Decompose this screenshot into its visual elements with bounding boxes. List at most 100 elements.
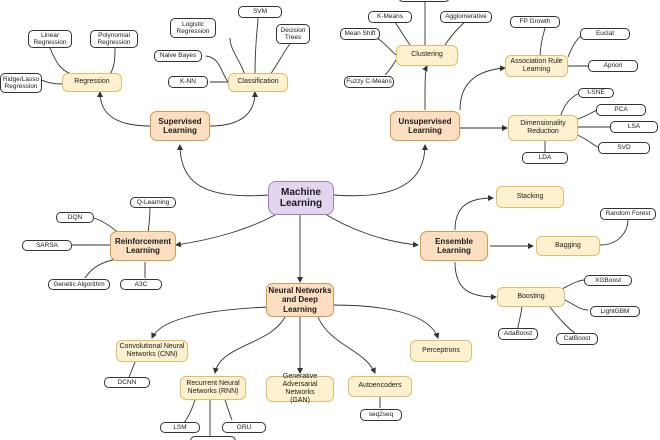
- category-node-gan[interactable]: Generative Adversarial Networks (GAN): [266, 372, 334, 405]
- category-node-regression[interactable]: Regression: [62, 73, 122, 92]
- category-label: Classification: [237, 78, 279, 86]
- leaf-node-naive-bayes[interactable]: Naive Bayes: [154, 50, 202, 62]
- edge-classification-svm: [254, 17, 259, 76]
- leaf-node-genetic-algorithm[interactable]: Genetic Algorithm: [48, 279, 110, 290]
- edge-regression-polynomial: [109, 47, 116, 76]
- leaf-label: seq2seq: [368, 411, 394, 419]
- major-node-supervised[interactable]: Supervised Learning: [150, 111, 210, 141]
- leaf-node-random-forest[interactable]: Random Forest: [600, 208, 656, 220]
- edge-supervised-classification: [209, 91, 258, 127]
- category-node-association[interactable]: Association Rule Learning: [505, 55, 568, 77]
- edge-clustering-agglomerative: [444, 21, 466, 46]
- leaf-label: SARSA: [35, 241, 59, 249]
- leaf-node-polynomial-regression[interactable]: Polynomial Regression: [90, 30, 138, 48]
- leaf-node-adaboost[interactable]: AdaBoost: [498, 328, 538, 340]
- leaf-node-lsm[interactable]: LSM: [160, 422, 200, 433]
- leaf-node-knn[interactable]: K-NN: [168, 76, 208, 88]
- category-label: Generative Adversarial Networks (GAN): [282, 372, 318, 405]
- category-label: Dimensionality Reduction: [520, 119, 566, 135]
- leaf-node-svd[interactable]: SVD: [598, 142, 650, 154]
- leaf-label: DCNN: [117, 378, 137, 386]
- leaf-node-decision-trees[interactable]: Decision Trees: [276, 24, 310, 44]
- category-node-classification[interactable]: Classification: [228, 73, 288, 92]
- leaf-label: Decision Trees: [280, 26, 306, 41]
- leaf-node-gru[interactable]: GRU: [222, 422, 266, 433]
- edge-neural-cnn: [151, 306, 269, 339]
- leaf-node-pca[interactable]: PCA: [596, 104, 646, 116]
- leaf-label: PCA: [614, 106, 628, 114]
- edge-neural-autoencoders: [317, 316, 376, 374]
- leaf-node-xgboost[interactable]: XGBoost: [584, 275, 632, 286]
- leaf-label: Euclat: [595, 30, 615, 38]
- leaf-node-catboost[interactable]: CatBoost: [556, 333, 598, 345]
- category-node-autoencoders[interactable]: Autoencoders: [348, 376, 412, 397]
- edge-classification-naivebayes: [205, 55, 229, 83]
- leaf-node-logistic-regression[interactable]: Logistic Regression: [170, 18, 216, 38]
- leaf-label: K-Means: [376, 13, 403, 21]
- leaf-label: Agglomerative: [445, 13, 487, 21]
- leaf-label: Linear Regression: [33, 31, 67, 46]
- leaf-node-seq2seq[interactable]: seq2seq: [360, 409, 402, 421]
- leaf-node-tsne[interactable]: t-SNE: [578, 88, 614, 98]
- category-node-rnn[interactable]: Recurrent Neural Networks (RNN): [180, 376, 246, 400]
- leaf-label: Mean Shift: [344, 30, 376, 38]
- edge-classification-decision: [269, 43, 291, 76]
- edge-dimensionality-pca: [574, 109, 599, 121]
- leaf-label: DQN: [67, 213, 83, 221]
- leaf-label: LightGBM: [600, 307, 630, 315]
- category-node-perceptrons[interactable]: Perceptrons: [410, 340, 472, 362]
- root-label: Machine Learning: [279, 186, 323, 210]
- leaf-label: XGBoost: [594, 276, 621, 284]
- leaf-node-linear-regression[interactable]: Linear Regression: [28, 30, 72, 48]
- leaf-label: LDA: [538, 154, 552, 162]
- leaf-label: Genetic Algorithm: [53, 280, 105, 288]
- category-label: Bagging: [555, 241, 581, 249]
- leaf-label: SVM: [252, 8, 268, 16]
- category-node-boosting[interactable]: Boosting: [497, 287, 565, 307]
- leaf-node-lda[interactable]: LDA: [522, 152, 568, 164]
- leaf-node-qlearning[interactable]: Q-Learning: [130, 197, 176, 208]
- leaf-node-dcnn[interactable]: DCNN: [104, 377, 150, 388]
- edge-rnn-gru: [224, 399, 233, 421]
- category-node-cnn[interactable]: Convolutional Neural Networks (CNN): [116, 340, 188, 362]
- leaf-node-euclat[interactable]: Euclat: [580, 28, 630, 40]
- major-node-ensemble[interactable]: Ensemble Learning: [420, 231, 488, 261]
- leaf-label: Naive Bayes: [159, 52, 197, 60]
- category-label: Stacking: [516, 192, 544, 200]
- category-node-stacking[interactable]: Stacking: [496, 186, 564, 208]
- category-node-clustering[interactable]: Clustering: [396, 45, 458, 66]
- leaf-node-fp-growth[interactable]: FP Growth: [510, 16, 560, 28]
- category-label: Clustering: [411, 51, 443, 59]
- leaf-label: A3C: [134, 280, 148, 288]
- leaf-node-kmeans[interactable]: K-Means: [368, 11, 412, 23]
- leaf-node-sarsa[interactable]: SARSA: [22, 240, 72, 251]
- leaf-node-apriori[interactable]: Apriori: [588, 60, 638, 72]
- major-node-neural[interactable]: Neural Networks and Deep Learning: [266, 283, 334, 317]
- leaf-label: Random Forest: [605, 210, 651, 218]
- major-node-unsupervised[interactable]: Unsupervised Learning: [390, 111, 460, 141]
- category-node-bagging[interactable]: Bagging: [536, 236, 600, 256]
- leaf-node-partial-bottom: [190, 436, 236, 440]
- root-node-machine-learning[interactable]: Machine Learning: [268, 181, 334, 215]
- category-node-dimensionality[interactable]: Dimensionality Reduction: [508, 115, 578, 141]
- leaf-node-a3c[interactable]: A3C: [120, 279, 162, 290]
- edge-clustering-fuzzy: [384, 59, 397, 76]
- leaf-node-agglomerative[interactable]: Agglomerative: [440, 11, 492, 23]
- leaf-node-fuzzy-cmeans[interactable]: Fuzzy C-Means: [344, 76, 394, 88]
- edge-cnn-dcnn: [127, 361, 136, 379]
- leaf-node-ridge-lasso[interactable]: Ridge/Lasso Regression: [0, 73, 42, 93]
- leaf-node-lightgbm[interactable]: LightGBM: [590, 306, 640, 317]
- leaf-label: t-SNE: [587, 89, 605, 97]
- major-label: Ensemble Learning: [435, 236, 473, 255]
- leaf-node-svm[interactable]: SVM: [238, 6, 282, 18]
- leaf-node-lsa[interactable]: LSA: [610, 121, 658, 133]
- edge-clustering-meanshift: [374, 37, 397, 56]
- leaf-node-mean-shift[interactable]: Mean Shift: [340, 28, 380, 40]
- major-node-reinforcement[interactable]: Reinforcement Learning: [110, 231, 176, 261]
- leaf-node-partial-top: [398, 0, 450, 2]
- edge-root-reinforcement: [175, 211, 281, 248]
- major-label: Supervised Learning: [158, 116, 202, 135]
- leaf-node-dqn[interactable]: DQN: [56, 212, 94, 223]
